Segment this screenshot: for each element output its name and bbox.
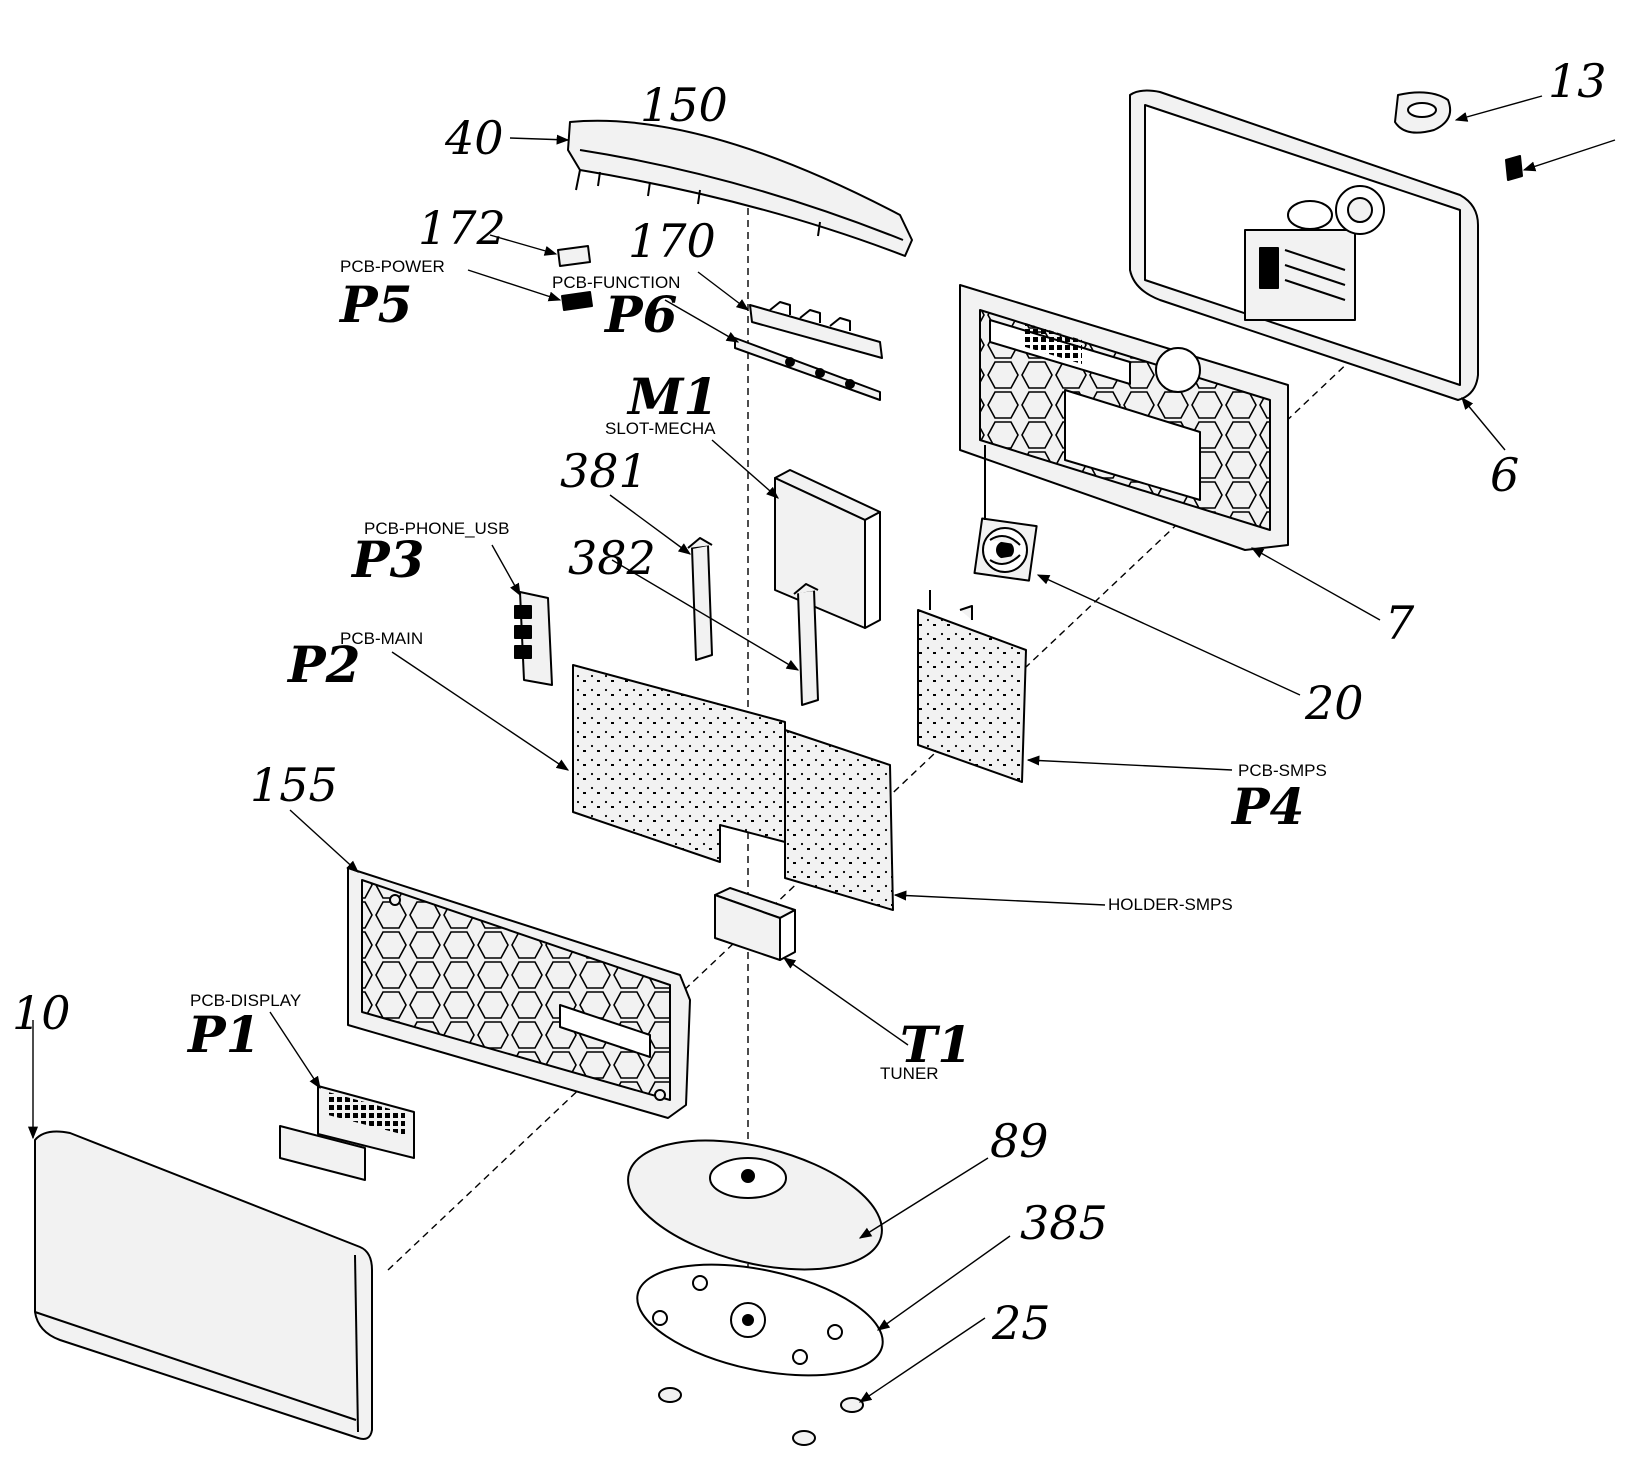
part-pcb-smps xyxy=(917,590,1027,783)
part-number-40: 40 xyxy=(445,111,504,165)
name-slot-mecha: SLOT-MECHA xyxy=(605,419,716,438)
part-number-150: 150 xyxy=(640,78,728,132)
part-feet xyxy=(658,1387,864,1446)
part-number-25: 25 xyxy=(992,1296,1051,1350)
part-rear-chassis xyxy=(959,284,1289,551)
part-brackets xyxy=(687,537,819,706)
code-p1: P1 xyxy=(188,1005,261,1064)
name-pcb-main: PCB-MAIN xyxy=(340,629,424,648)
part-pcb-phone-usb xyxy=(514,591,553,686)
code-p6: P6 xyxy=(605,285,678,344)
part-number-20: 20 xyxy=(1305,676,1364,730)
part-pcb-display xyxy=(279,1085,415,1181)
name-pcb-function: PCB-FUNCTION xyxy=(552,273,681,292)
name-pcb-smps: PCB-SMPS xyxy=(1238,761,1327,780)
part-pcb-function xyxy=(734,301,883,401)
part-slot-mecha xyxy=(774,469,881,629)
part-pcb-main xyxy=(572,664,786,863)
part-tuner xyxy=(714,887,796,961)
code-m1: M1 xyxy=(628,367,719,426)
part-number-89: 89 xyxy=(990,1114,1049,1168)
name-holder-smps: HOLDER-SMPS xyxy=(1108,895,1233,914)
part-holder-smps xyxy=(784,729,894,911)
part-number-155: 155 xyxy=(250,758,338,812)
part-knob xyxy=(1394,91,1452,134)
part-fan xyxy=(973,445,1038,582)
part-number-172: 172 xyxy=(418,201,506,255)
part-bottom-plate xyxy=(636,1263,884,1377)
part-number-385: 385 xyxy=(1020,1196,1108,1250)
part-number-6: 6 xyxy=(1490,448,1520,502)
part-front-bezel xyxy=(34,1130,373,1440)
name-pcb-power: PCB-POWER xyxy=(340,257,445,276)
code-p3: P3 xyxy=(352,530,425,589)
name-tuner: TUNER xyxy=(880,1064,939,1083)
part-number-170: 170 xyxy=(628,214,716,268)
part-front-chassis xyxy=(347,867,691,1119)
part-clip xyxy=(1505,155,1523,181)
code-t1: T1 xyxy=(900,1015,972,1074)
part-number-382: 382 xyxy=(568,531,656,585)
code-p2: P2 xyxy=(288,635,361,694)
part-back-cover xyxy=(1129,89,1479,401)
part-number-7: 7 xyxy=(1385,596,1415,650)
part-top-cover xyxy=(567,119,913,257)
part-number-13: 13 xyxy=(1548,54,1607,108)
part-pcb-power xyxy=(557,245,593,311)
part-stand-base xyxy=(627,1139,883,1271)
name-pcb-display: PCB-DISPLAY xyxy=(190,991,302,1010)
part-number-381: 381 xyxy=(560,444,648,498)
leader-lines xyxy=(27,95,1616,1403)
name-pcb-phone-usb: PCB-PHONE_USB xyxy=(364,519,510,538)
assembly-axis-lines xyxy=(387,160,1373,1300)
code-p4: P4 xyxy=(1232,777,1305,836)
part-number-10: 10 xyxy=(12,986,71,1040)
code-p5: P5 xyxy=(340,275,413,334)
